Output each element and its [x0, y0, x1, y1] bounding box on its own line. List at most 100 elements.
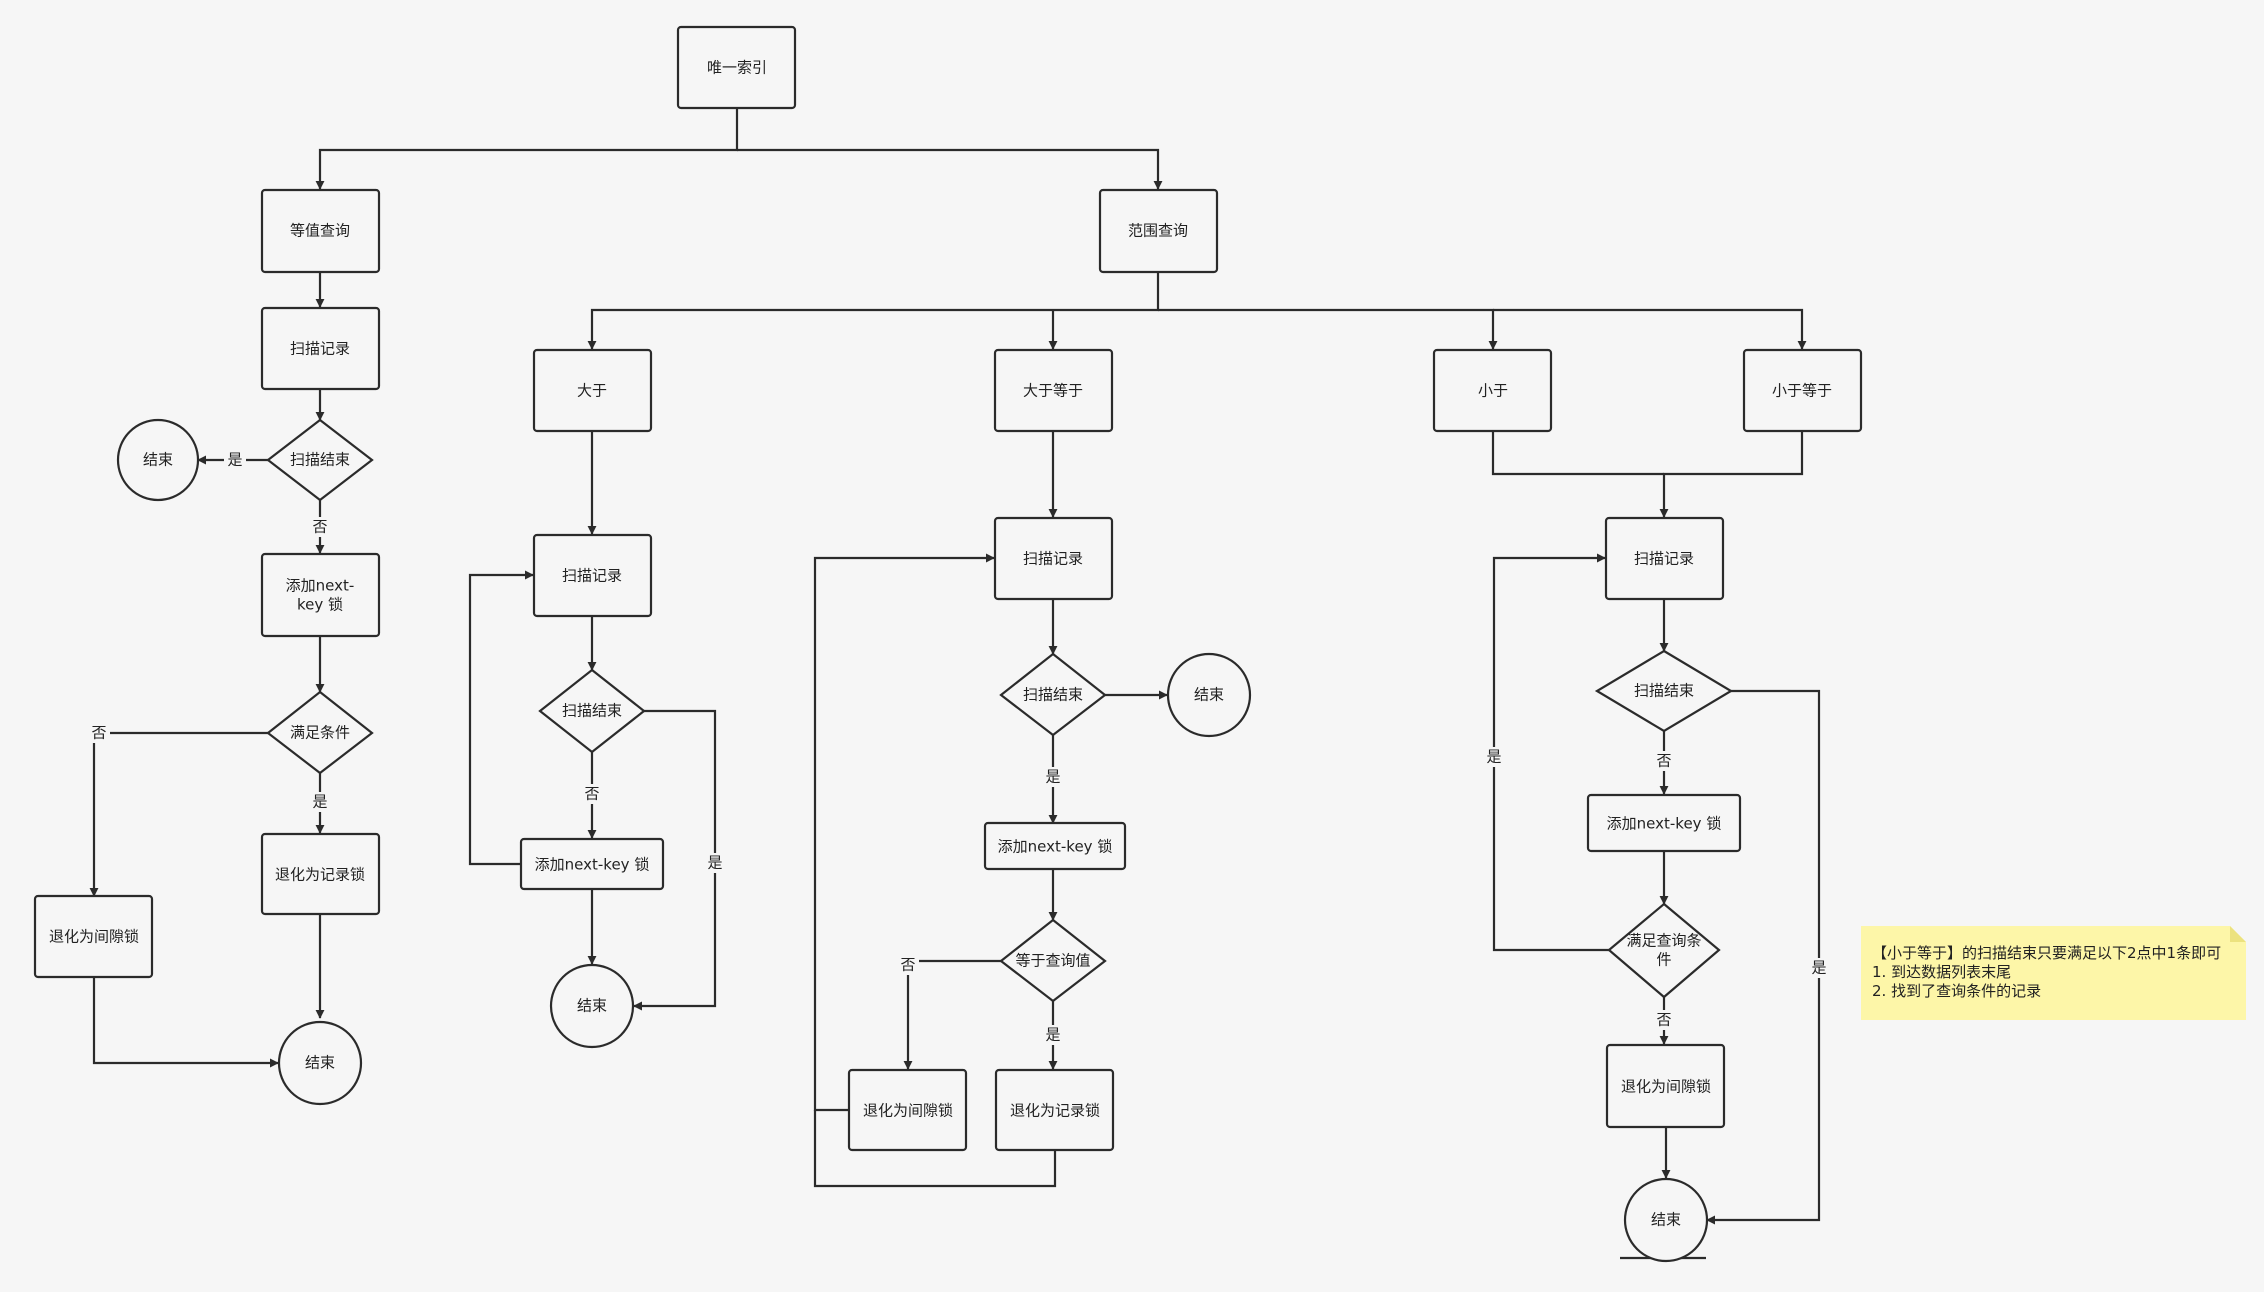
- node-gte-cond: [999, 918, 1107, 1003]
- edges: [89, 108, 1821, 1260]
- label-unique-index: 唯一索引: [707, 59, 767, 77]
- edge-gtecond-no: [903, 959, 1003, 1070]
- edge-label-yes: 是: [707, 854, 722, 872]
- node-eq-gap-lock: [33, 894, 154, 979]
- label-gt-end: 结束: [577, 997, 607, 1015]
- node-eq-end2: [277, 1020, 363, 1106]
- node-lt-add-lock: [1586, 793, 1742, 853]
- node-lt-scan-end: [1594, 649, 1734, 733]
- edge-gtlock-loop: [468, 570, 534, 866]
- edge-label-no: 否: [900, 956, 915, 974]
- edge-gterecord-loop: [813, 1110, 1057, 1188]
- node-gt-end: [549, 963, 635, 1049]
- node-lt-scan: [1604, 516, 1725, 601]
- label-lt-add-lock: 添加next-key 锁: [1607, 815, 1722, 833]
- edge-range-split: [587, 272, 1160, 350]
- label-eq-scan: 扫描记录: [290, 340, 350, 358]
- node-eq-add-lock: [260, 552, 381, 638]
- label-range-query: 范围查询: [1128, 222, 1188, 240]
- node-gt-scan: [532, 533, 653, 618]
- edge-range-lte: [1493, 308, 1807, 350]
- node-gte-scan: [993, 516, 1114, 601]
- label-gte-scan-end: 扫描结束: [1023, 686, 1083, 704]
- note-line-1: 【小于等于】的扫描结束只要满足以下2点中1条即可: [1872, 944, 2221, 962]
- edge-label-yes: 是: [1486, 748, 1501, 766]
- label-lt-end: 结束: [1651, 1211, 1681, 1229]
- label-eq-scan-end: 扫描结束: [290, 451, 350, 469]
- node-eq-query: [260, 188, 381, 274]
- label-gte-record-lock: 退化为记录锁: [1010, 1102, 1100, 1120]
- label-gte-add-lock: 添加next-key 锁: [998, 838, 1113, 856]
- note: [1861, 926, 2246, 1020]
- label-eq-cond: 满足条件: [290, 724, 350, 742]
- edge-gtegap-loop: [813, 553, 995, 1112]
- label-gte-end1: 结束: [1194, 686, 1224, 704]
- label-lt-gap-lock: 退化为间隙锁: [1621, 1078, 1711, 1096]
- node-gt-scan-end: [538, 668, 646, 754]
- node-range-query: [1098, 188, 1219, 274]
- label-gt-add-lock: 添加next-key 锁: [535, 856, 650, 874]
- label-lt-scan-end: 扫描结束: [1634, 682, 1694, 700]
- label-gte-cond: 等于查询值: [1015, 952, 1090, 970]
- node-eq-end1: [116, 418, 200, 502]
- label-gt: 大于: [577, 382, 607, 400]
- node-shapes: [33, 25, 1863, 1263]
- note-line-3: 2. 找到了查询条件的记录: [1872, 982, 2041, 1000]
- node-gte-end1: [1166, 652, 1252, 738]
- edge-index-to-range: [737, 148, 1163, 190]
- node-eq-scan-end: [266, 418, 374, 502]
- label-gt-scan-end: 扫描结束: [562, 702, 622, 720]
- label-eq-end2: 结束: [305, 1054, 335, 1072]
- edge-label-yes: 是: [312, 793, 327, 811]
- edge-lte-merge: [1659, 431, 1804, 518]
- node-lt-end: [1623, 1177, 1709, 1263]
- label-eq-query: 等值查询: [290, 222, 350, 240]
- edge-label-no: 否: [312, 518, 327, 536]
- edge-label-yes: 是: [1045, 768, 1060, 786]
- node-gte-add-lock: [983, 821, 1127, 871]
- edge-label-yes: 是: [227, 451, 242, 469]
- edge-eqcond-no: [89, 731, 270, 897]
- edge-label-no: 否: [1656, 752, 1671, 770]
- label-lt-cond-2: 件: [1656, 951, 1671, 969]
- node-eq-record-lock: [260, 832, 381, 916]
- label-eq-gap-lock: 退化为间隙锁: [49, 928, 139, 946]
- label-gte-gap-lock: 退化为间隙锁: [863, 1102, 953, 1120]
- edge-index-to-eq: [315, 108, 739, 190]
- edge-label-no: 否: [1656, 1011, 1671, 1029]
- node-unique-index: [676, 25, 797, 110]
- label-lte: 小于等于: [1772, 382, 1832, 400]
- node-lt-cond: [1607, 902, 1721, 999]
- label-gte: 大于等于: [1023, 382, 1083, 400]
- node-eq-scan: [260, 306, 381, 391]
- label-lt-cond-1: 满足查询条: [1626, 932, 1701, 950]
- node-lt-gap-lock: [1605, 1043, 1726, 1129]
- label-eq-add-lock-2: key 锁: [297, 596, 343, 614]
- node-gte-record-lock: [994, 1068, 1115, 1152]
- node-gt-add-lock: [519, 837, 665, 891]
- edge-ltend-yes: [1706, 689, 1821, 1225]
- label-gt-scan: 扫描记录: [562, 567, 622, 585]
- node-eq-cond: [266, 690, 374, 775]
- edge-eqgap-to-end: [92, 977, 279, 1068]
- note-line-2: 1. 到达数据列表末尾: [1872, 963, 2011, 981]
- label-eq-end1: 结束: [143, 451, 173, 469]
- edge-ltcond-yes-loop: [1492, 553, 1609, 952]
- node-gte-gap-lock: [847, 1068, 968, 1152]
- node-gt: [532, 348, 653, 433]
- label-gte-scan: 扫描记录: [1023, 550, 1083, 568]
- node-gte: [993, 348, 1114, 433]
- label-eq-record-lock: 退化为记录锁: [275, 866, 365, 884]
- node-lte: [1742, 348, 1863, 433]
- edge-range-lt: [1158, 308, 1498, 350]
- label-eq-add-lock-1: 添加next-: [286, 577, 355, 595]
- label-lt-scan: 扫描记录: [1634, 550, 1694, 568]
- node-gte-scan-end: [999, 652, 1107, 737]
- label-lt: 小于: [1478, 382, 1508, 400]
- edge-label-no: 否: [91, 724, 106, 742]
- node-lt: [1432, 348, 1553, 433]
- edge-lt-merge: [1491, 431, 1664, 476]
- edge-label-yes: 是: [1811, 959, 1826, 977]
- edge-label-no: 否: [584, 785, 599, 803]
